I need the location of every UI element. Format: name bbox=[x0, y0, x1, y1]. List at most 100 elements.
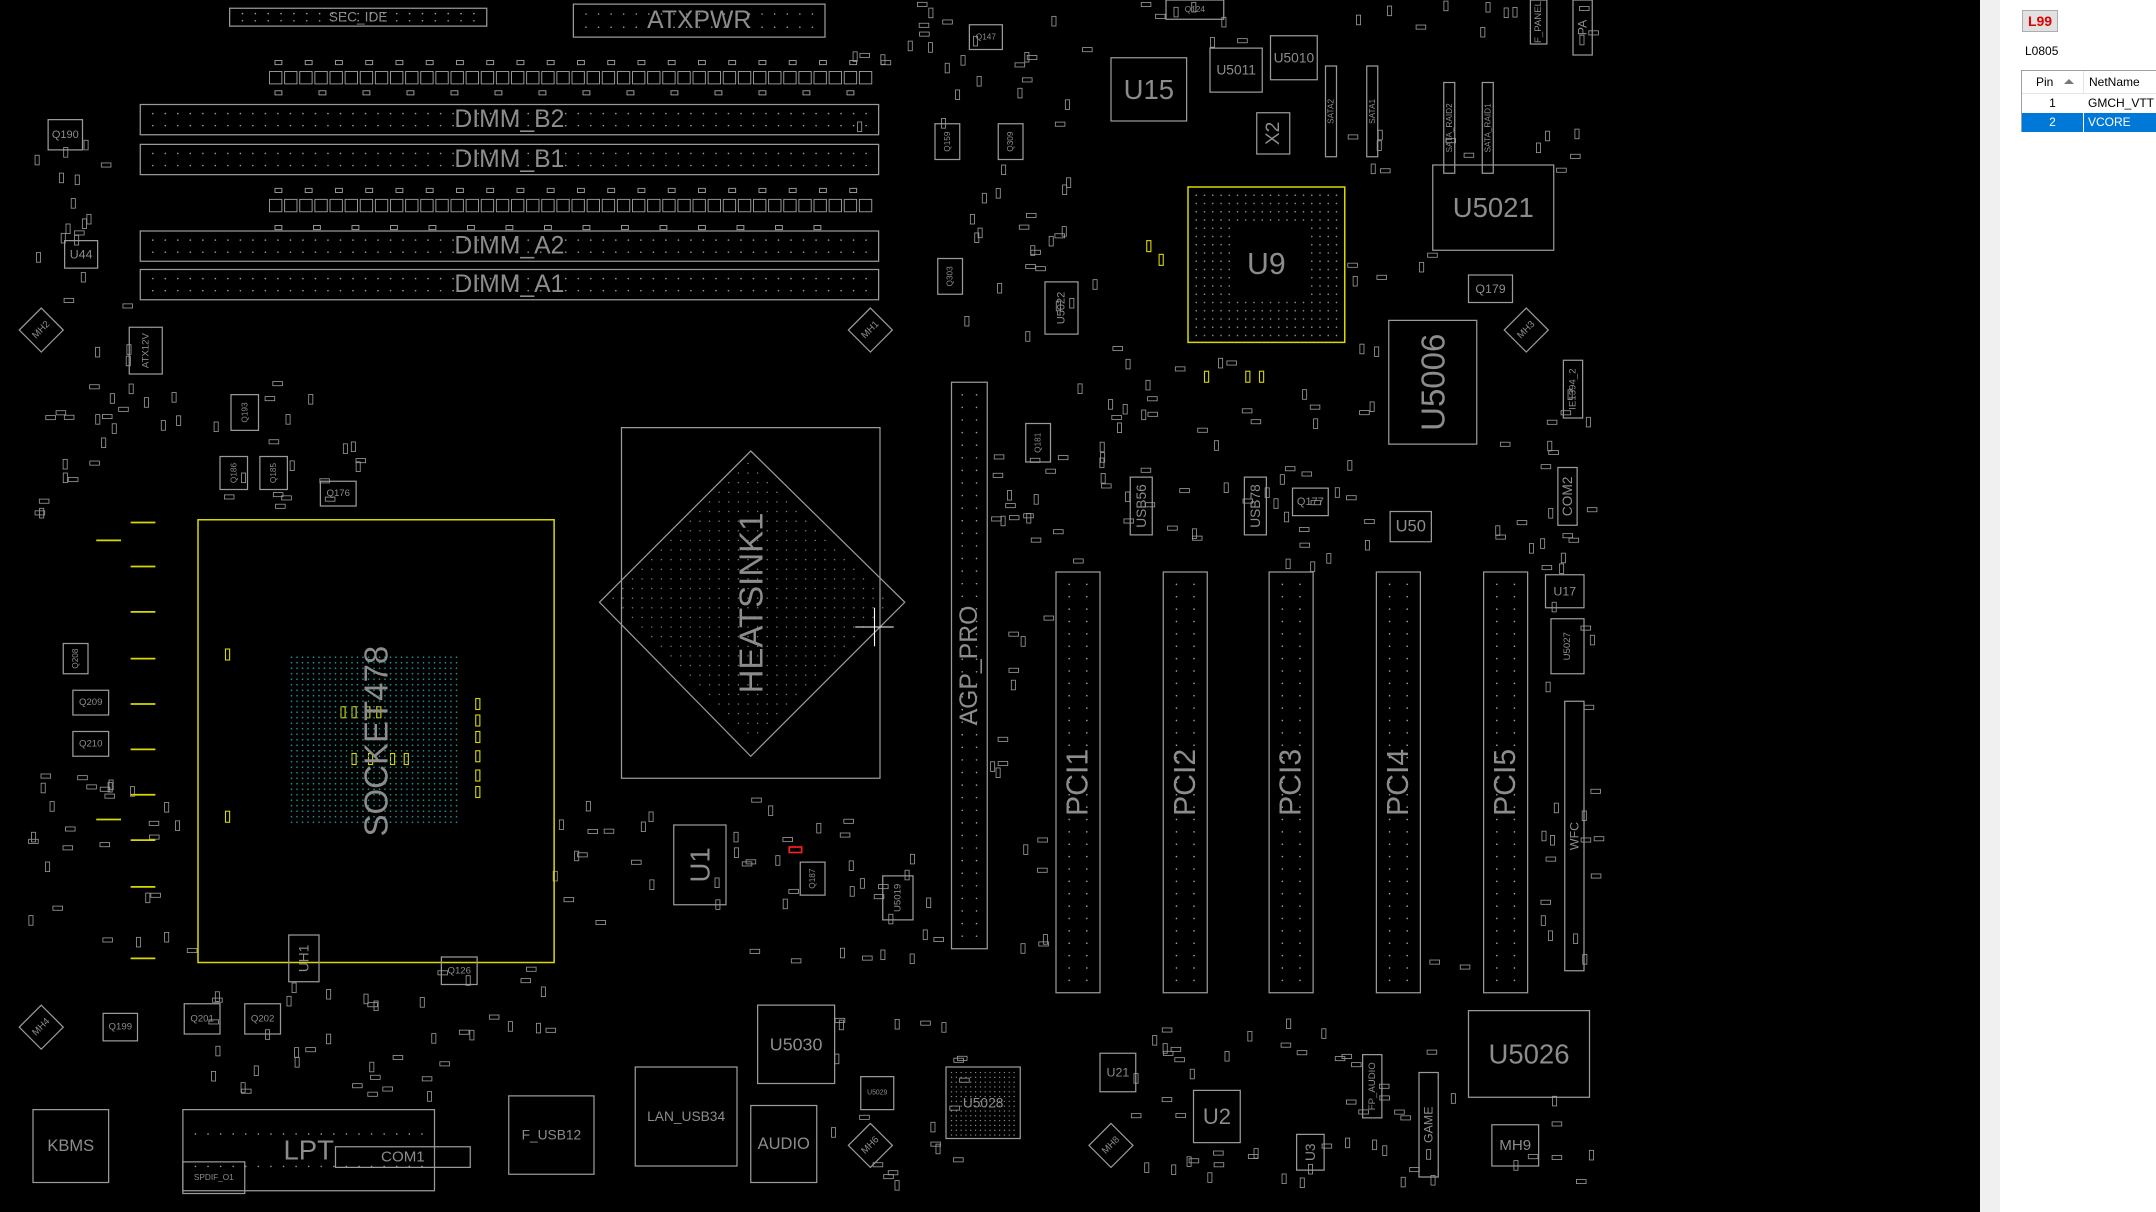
component-u5030[interactable]: U5030 bbox=[757, 1004, 836, 1085]
column-header-netname[interactable]: NetName bbox=[2089, 75, 2140, 89]
component-q187[interactable]: Q187 bbox=[799, 861, 826, 896]
component-u1[interactable]: U1 bbox=[673, 824, 727, 906]
component-q177[interactable]: Q177 bbox=[1291, 487, 1329, 517]
component-q202[interactable]: Q202 bbox=[244, 1003, 282, 1035]
socket-pin bbox=[450, 672, 452, 675]
component-u5019[interactable]: U5019 bbox=[882, 875, 914, 921]
component-q190[interactable]: Q190 bbox=[47, 119, 84, 151]
socket-pin bbox=[373, 661, 375, 664]
component-u50[interactable]: U50 bbox=[1389, 510, 1432, 543]
component-com1[interactable]: COM1 bbox=[334, 1146, 471, 1168]
column-header-pin[interactable]: Pin bbox=[2022, 71, 2084, 93]
component-q193[interactable]: Q193 bbox=[230, 394, 260, 431]
component-q185[interactable]: Q185 bbox=[259, 455, 288, 491]
component-q199[interactable]: Q199 bbox=[102, 1012, 139, 1042]
component-dimm_a2[interactable]: DIMM_A2 bbox=[139, 230, 880, 262]
component-sata_raid2[interactable]: SATA_RAID2 bbox=[1443, 81, 1456, 174]
mounting-hole-mh6[interactable]: MH6 bbox=[847, 1122, 894, 1169]
component-pci4[interactable]: PCI4 bbox=[1375, 571, 1421, 994]
component-mh9[interactable]: MH9 bbox=[1491, 1124, 1540, 1167]
table-row-selected[interactable]: 2 VCORE bbox=[2022, 113, 2156, 132]
component-x2[interactable]: X2 bbox=[1256, 112, 1291, 155]
component-wfc[interactable]: WFC bbox=[1564, 700, 1585, 972]
component-sata1[interactable]: SATA1 bbox=[1366, 65, 1379, 158]
component-q147[interactable]: Q147 bbox=[968, 24, 1003, 51]
component-heatsink1[interactable]: HEATSINK1 bbox=[620, 427, 881, 779]
component-q209[interactable]: Q209 bbox=[72, 689, 110, 716]
component-u15[interactable]: U15 bbox=[1110, 57, 1188, 122]
component-socket478[interactable]: SOCKET478 bbox=[197, 518, 555, 964]
component-q210[interactable]: Q210 bbox=[72, 730, 110, 757]
component-q124[interactable]: Q124 bbox=[1165, 0, 1225, 20]
component-game[interactable]: GAME bbox=[1418, 1071, 1439, 1178]
component-sata2[interactable]: SATA2 bbox=[1324, 65, 1338, 158]
socket-pin bbox=[444, 711, 447, 714]
component-q309[interactable]: Q309 bbox=[997, 123, 1024, 161]
component-dimm_b1[interactable]: DIMM_B1 bbox=[139, 143, 880, 176]
socket-pin bbox=[334, 727, 337, 730]
component-pci2[interactable]: PCI2 bbox=[1162, 571, 1208, 994]
component-agp_pro[interactable]: AGP_PRO bbox=[950, 381, 988, 950]
component-ie1394_2[interactable]: IE1394_2 bbox=[1562, 359, 1584, 419]
socket-pin bbox=[307, 661, 309, 664]
component-atx12v[interactable]: ATX12V bbox=[128, 326, 163, 375]
component-kbms[interactable]: KBMS bbox=[32, 1109, 110, 1184]
component-u5010[interactable]: U5010 bbox=[1269, 35, 1318, 81]
component-pci3[interactable]: PCI3 bbox=[1268, 571, 1314, 994]
mounting-hole-mh8[interactable]: MH8 bbox=[1088, 1122, 1134, 1169]
component-audio[interactable]: AUDIO bbox=[750, 1104, 818, 1184]
component-com2[interactable]: COM2 bbox=[1557, 466, 1578, 526]
component-u2[interactable]: U2 bbox=[1192, 1089, 1241, 1144]
component-u21[interactable]: U21 bbox=[1099, 1052, 1137, 1093]
component-u3[interactable]: U3 bbox=[1296, 1133, 1325, 1171]
component-q303[interactable]: Q303 bbox=[937, 257, 964, 295]
component-u5029[interactable]: U5029 bbox=[860, 1076, 895, 1111]
component-lpt[interactable]: LPT bbox=[182, 1109, 436, 1192]
component-q179[interactable]: Q179 bbox=[1467, 274, 1514, 304]
component-dimm_a1[interactable]: DIMM_A1 bbox=[139, 268, 880, 301]
mounting-hole-mh4[interactable]: MH4 bbox=[18, 1004, 65, 1051]
component-pa[interactable]: PA bbox=[1572, 0, 1593, 56]
component-fp_audio[interactable]: FP_AUDIO bbox=[1362, 1054, 1383, 1119]
component-sec_ide[interactable]: SEC_IDE bbox=[229, 7, 488, 27]
component-u5022[interactable]: U5022 bbox=[1044, 281, 1079, 335]
mounting-hole-mh1[interactable]: MH1 bbox=[847, 307, 894, 353]
component-u44[interactable]: U44 bbox=[64, 240, 99, 269]
component-u9[interactable]: U9 bbox=[1187, 186, 1346, 344]
component-u5028[interactable]: U5028 bbox=[945, 1066, 1021, 1140]
component-q208[interactable]: Q208 bbox=[62, 642, 89, 675]
part-name-button[interactable]: L99 bbox=[2022, 10, 2058, 32]
component-lan_usb34[interactable]: LAN_USB34 bbox=[634, 1066, 738, 1167]
component-u5006[interactable]: U5006 bbox=[1388, 319, 1478, 445]
component-pci5[interactable]: PCI5 bbox=[1483, 571, 1529, 994]
component-spdif_o1[interactable]: SPDIF_O1 bbox=[182, 1161, 246, 1195]
component-q186[interactable]: Q186 bbox=[219, 455, 249, 491]
component-q181[interactable]: Q181 bbox=[1025, 422, 1052, 463]
component-u5021[interactable]: U5021 bbox=[1432, 164, 1555, 251]
component-uh1[interactable]: UH1 bbox=[288, 934, 320, 983]
component-sata_raid1[interactable]: SATA_RAID1 bbox=[1481, 81, 1494, 174]
component-q159[interactable]: Q159 bbox=[934, 123, 961, 161]
component-usb56[interactable]: USB56 bbox=[1129, 476, 1153, 536]
component-atxpwr[interactable]: ATXPWR bbox=[572, 3, 826, 38]
component-u5027[interactable]: U5027 bbox=[1550, 618, 1585, 675]
mounting-hole-mh3[interactable]: MH3 bbox=[1503, 307, 1550, 353]
component-u5011[interactable]: U5011 bbox=[1209, 47, 1263, 93]
component-pci1[interactable]: PCI1 bbox=[1055, 571, 1101, 994]
component-dimm_b2[interactable]: DIMM_B2 bbox=[139, 103, 880, 136]
component-q176[interactable]: Q176 bbox=[319, 480, 357, 507]
component-q126[interactable]: Q126 bbox=[440, 956, 478, 986]
pcb-canvas[interactable]: SEC_IDE ATXPWR DIMM_B2DIMM_B1DIMM_A2DIMM_A… bbox=[0, 0, 1980, 1212]
socket-pin bbox=[395, 793, 397, 796]
table-row[interactable]: 1 GMCH_VTT bbox=[2022, 94, 2156, 113]
component-usb78[interactable]: USB78 bbox=[1243, 476, 1267, 536]
socket-pin bbox=[351, 667, 353, 670]
component-f_usb12[interactable]: F_USB12 bbox=[508, 1095, 595, 1175]
component-u5026[interactable]: U5026 bbox=[1467, 1010, 1591, 1098]
component-outline bbox=[1481, 81, 1494, 174]
component-q201[interactable]: Q201 bbox=[183, 1003, 221, 1035]
selected-part-l99[interactable] bbox=[788, 846, 803, 854]
mounting-hole-mh2[interactable]: MH2 bbox=[18, 307, 65, 353]
component-f_panel[interactable]: F_PANEL bbox=[1529, 0, 1548, 45]
component-u17[interactable]: U17 bbox=[1544, 574, 1585, 609]
